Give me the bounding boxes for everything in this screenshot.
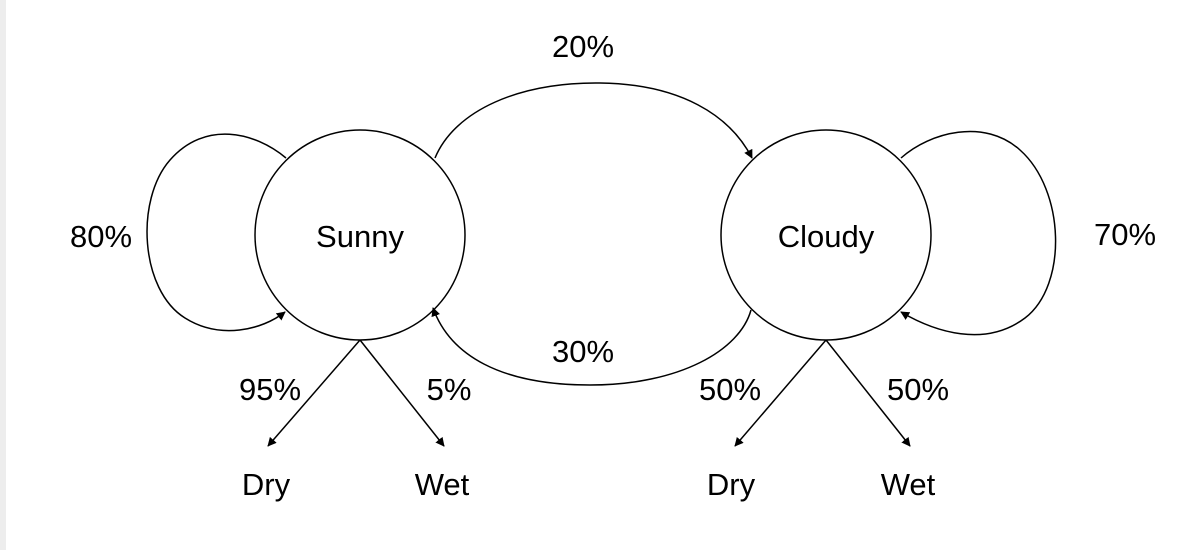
- cloudy-state-label: Cloudy: [778, 219, 875, 254]
- sunny-dry-prob-label: 95%: [239, 372, 301, 407]
- cloudy-wet-observation-label: Wet: [881, 467, 936, 502]
- cloudy-self-loop-arrow: [900, 130, 1057, 336]
- sunny-wet-observation-label: Wet: [415, 467, 470, 502]
- cloudy-dry-observation-label: Dry: [707, 467, 756, 502]
- cloudy-to-sunny-label: 30%: [552, 334, 614, 369]
- cloudy-to-sunny-arrow: [431, 307, 752, 386]
- sunny-dry-observation-label: Dry: [242, 467, 291, 502]
- sunny-self-loop-arrow: [146, 133, 287, 332]
- sunny-to-dry-arrow: [267, 339, 361, 447]
- cloudy-to-dry-arrow: [734, 339, 827, 447]
- cloudy-self-transition-label: 70%: [1094, 217, 1156, 252]
- sunny-wet-prob-label: 5%: [427, 372, 472, 407]
- sunny-to-cloudy-arrow: [434, 82, 753, 159]
- cloudy-dry-prob-label: 50%: [699, 372, 761, 407]
- sunny-to-wet-arrow: [359, 339, 445, 447]
- cloudy-to-wet-arrow: [825, 339, 911, 447]
- left-edge-strip: [0, 0, 6, 550]
- sunny-to-cloudy-label: 20%: [552, 29, 614, 64]
- sunny-state-label: Sunny: [316, 219, 404, 254]
- sunny-self-transition-label: 80%: [70, 219, 132, 254]
- cloudy-wet-prob-label: 50%: [887, 372, 949, 407]
